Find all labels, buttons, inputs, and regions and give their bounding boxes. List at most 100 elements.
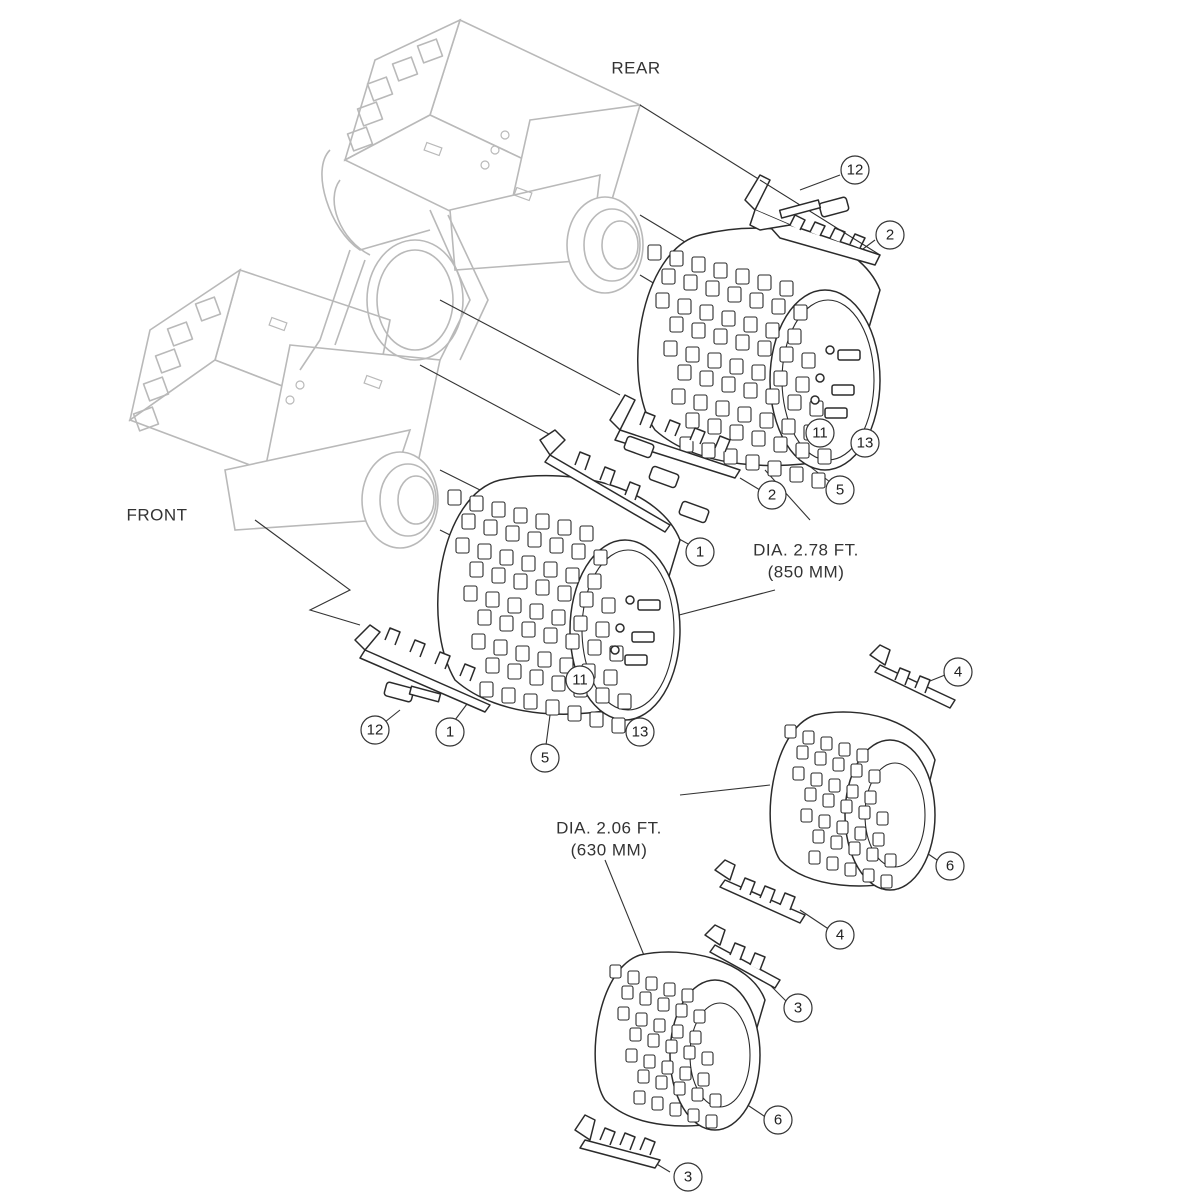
drum-lug bbox=[507, 597, 522, 614]
drum-lug bbox=[705, 280, 720, 297]
callout-6-upper: 6 bbox=[935, 851, 965, 881]
drum-lug bbox=[828, 778, 841, 793]
drum-lug bbox=[655, 292, 670, 309]
drum-lug bbox=[737, 406, 752, 423]
drum-lug bbox=[840, 799, 853, 814]
drum-lug bbox=[669, 250, 684, 267]
drum-lug bbox=[787, 394, 802, 411]
drum-lug bbox=[567, 705, 582, 722]
callout-5-rear: 5 bbox=[825, 475, 855, 505]
drum-lug bbox=[499, 549, 514, 566]
front-label: FRONT bbox=[126, 506, 187, 525]
drum-lug bbox=[463, 585, 478, 602]
drum-lug bbox=[663, 982, 676, 997]
drum-lug bbox=[779, 280, 794, 297]
svg-text:2: 2 bbox=[886, 227, 894, 244]
svg-text:12: 12 bbox=[847, 162, 864, 179]
drum-lug bbox=[559, 657, 574, 674]
svg-text:11: 11 bbox=[572, 672, 588, 689]
drum-lug bbox=[535, 579, 550, 596]
drum-lug bbox=[589, 711, 604, 728]
drum-lug bbox=[701, 1051, 714, 1066]
drum-lug bbox=[801, 352, 816, 369]
drum-lug bbox=[796, 745, 809, 760]
drum-lug bbox=[573, 615, 588, 632]
drum-lug bbox=[814, 751, 827, 766]
drum-lug bbox=[587, 573, 602, 590]
drum-lug bbox=[529, 669, 544, 686]
drum-lug bbox=[723, 448, 738, 465]
callout-2-rear: 2 bbox=[875, 220, 905, 250]
drum-lug bbox=[804, 787, 817, 802]
front-drum-bolts bbox=[610, 595, 661, 666]
drum-lug bbox=[830, 835, 843, 850]
drum-lug bbox=[765, 322, 780, 339]
drum-lug bbox=[579, 525, 594, 542]
callout-3-upper: 3 bbox=[783, 993, 813, 1023]
drum-lug bbox=[689, 1030, 702, 1045]
drum-lug bbox=[765, 388, 780, 405]
drum-lug bbox=[858, 805, 871, 820]
drum-lug bbox=[757, 340, 772, 357]
drum-lug bbox=[455, 537, 470, 554]
drum-lug bbox=[773, 436, 788, 453]
drum-lug bbox=[565, 633, 580, 650]
drum-lug bbox=[856, 748, 869, 763]
drum-lug bbox=[653, 1018, 666, 1033]
drum-lug bbox=[535, 513, 550, 530]
drum-lug bbox=[683, 1045, 696, 1060]
drum-lug bbox=[810, 772, 823, 787]
drum-lug bbox=[483, 519, 498, 536]
drum-lug bbox=[817, 448, 832, 465]
drum-lug bbox=[513, 507, 528, 524]
drum-lug bbox=[749, 292, 764, 309]
drum-lug bbox=[735, 334, 750, 351]
callout-bubbles: 12 2 11 13 2 5 1 12 1 11 13 5 4 6 4 3 6 … bbox=[360, 155, 973, 1192]
callout-1-front: 1 bbox=[435, 717, 465, 747]
drum-lug bbox=[651, 1096, 664, 1111]
drum-lug bbox=[549, 537, 564, 554]
drum-lug bbox=[854, 826, 867, 841]
drum-lug bbox=[669, 1102, 682, 1117]
drum-lug bbox=[669, 316, 684, 333]
drum-lug bbox=[677, 364, 692, 381]
drum-lug bbox=[693, 394, 708, 411]
drum-lug bbox=[743, 382, 758, 399]
drum-lug bbox=[884, 853, 897, 868]
drum-lug bbox=[800, 808, 813, 823]
drum-lug bbox=[491, 501, 506, 518]
rear-large-drum bbox=[637, 227, 881, 489]
drum-lug bbox=[705, 1114, 718, 1129]
drum-lug bbox=[593, 549, 608, 566]
drum-lug bbox=[663, 340, 678, 357]
drum-lug bbox=[677, 298, 692, 315]
drum-lug bbox=[603, 669, 618, 686]
drum-lug bbox=[685, 412, 700, 429]
drum-lug bbox=[485, 657, 500, 674]
drum-lug bbox=[838, 742, 851, 757]
drum-lug bbox=[527, 531, 542, 548]
svg-text:5: 5 bbox=[541, 750, 549, 767]
drum-lug bbox=[729, 358, 744, 375]
drum-lug bbox=[751, 430, 766, 447]
callout-12-rear: 12 bbox=[840, 155, 870, 185]
drum-lug bbox=[551, 675, 566, 692]
drum-lug bbox=[773, 370, 788, 387]
drum-lug bbox=[681, 988, 694, 1003]
drum-lug bbox=[513, 573, 528, 590]
drum-lug bbox=[864, 790, 877, 805]
drum-lug bbox=[721, 376, 736, 393]
svg-text:5: 5 bbox=[836, 482, 844, 499]
drum-lug bbox=[812, 829, 825, 844]
drum-lug bbox=[795, 442, 810, 459]
drum-lug bbox=[485, 591, 500, 608]
drum-lug bbox=[647, 1033, 660, 1048]
drum-lug bbox=[625, 1048, 638, 1063]
drum-lug bbox=[671, 1024, 684, 1039]
drum-lug bbox=[759, 412, 774, 429]
rear-label: REAR bbox=[611, 59, 660, 78]
drum-lug bbox=[826, 856, 839, 871]
drum-lug bbox=[820, 736, 833, 751]
drum-lug bbox=[673, 1081, 686, 1096]
